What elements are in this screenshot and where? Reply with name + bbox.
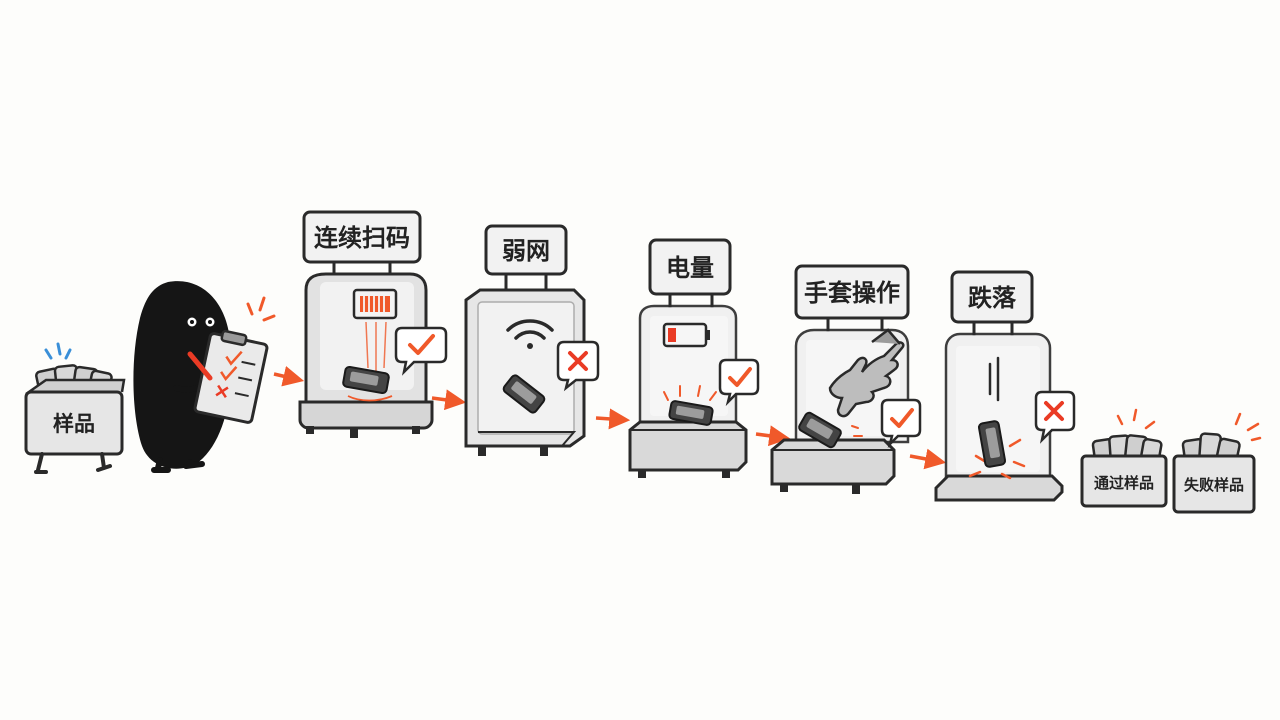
flow-arrow xyxy=(909,448,947,470)
station-sign-label: 跌落 xyxy=(968,284,1017,312)
device-under-test-icon xyxy=(977,420,1007,468)
fail-cross-icon xyxy=(1034,390,1076,444)
attention-marks-icon xyxy=(44,342,72,360)
device-under-test-icon xyxy=(663,385,717,426)
failed-sample-bin: 失败样品 xyxy=(1172,412,1262,514)
flow-arrows xyxy=(273,365,947,470)
fail-cross-icon xyxy=(556,340,600,392)
pass-check-icon xyxy=(880,398,922,449)
flow-arrow xyxy=(273,365,305,387)
wifi-icon xyxy=(506,319,554,349)
station-sign-label: 电量 xyxy=(666,254,714,282)
flow-arrow xyxy=(595,408,631,430)
passed-bin-label: 通过样品 xyxy=(1094,474,1154,492)
low-battery-icon xyxy=(662,322,710,348)
device-under-test-icon xyxy=(342,365,393,402)
flow-arrow xyxy=(431,389,467,411)
station-sign-label: 弱网 xyxy=(502,237,550,265)
drop-impact-icon xyxy=(968,356,1026,480)
station-sign-label: 连续扫码 xyxy=(314,224,410,252)
station-continuous-scan: 连续扫码 xyxy=(298,210,448,438)
passed-sample-bin: 通过样品 xyxy=(1080,408,1168,508)
inspector-character-icon xyxy=(133,281,276,473)
input-bin-label: 样品 xyxy=(53,412,95,436)
station-drop-test: 跌落 xyxy=(934,270,1076,502)
station-glove-operation: 手套操作 xyxy=(770,264,922,494)
barcode-scanner-icon xyxy=(352,288,398,372)
flow-arrow xyxy=(755,425,791,447)
device-under-test-icon xyxy=(502,374,546,414)
failed-bin-label: 失败样品 xyxy=(1184,476,1244,494)
station-battery: 电量 xyxy=(628,238,760,478)
device-under-test-icon xyxy=(798,411,863,449)
station-weak-network: 弱网 xyxy=(464,224,600,456)
pass-check-icon xyxy=(394,326,448,376)
input-sample-bin: 样品 xyxy=(24,342,126,474)
station-sign-label: 手套操作 xyxy=(804,279,900,307)
glove-icon xyxy=(828,328,905,418)
pass-check-icon xyxy=(718,358,760,407)
